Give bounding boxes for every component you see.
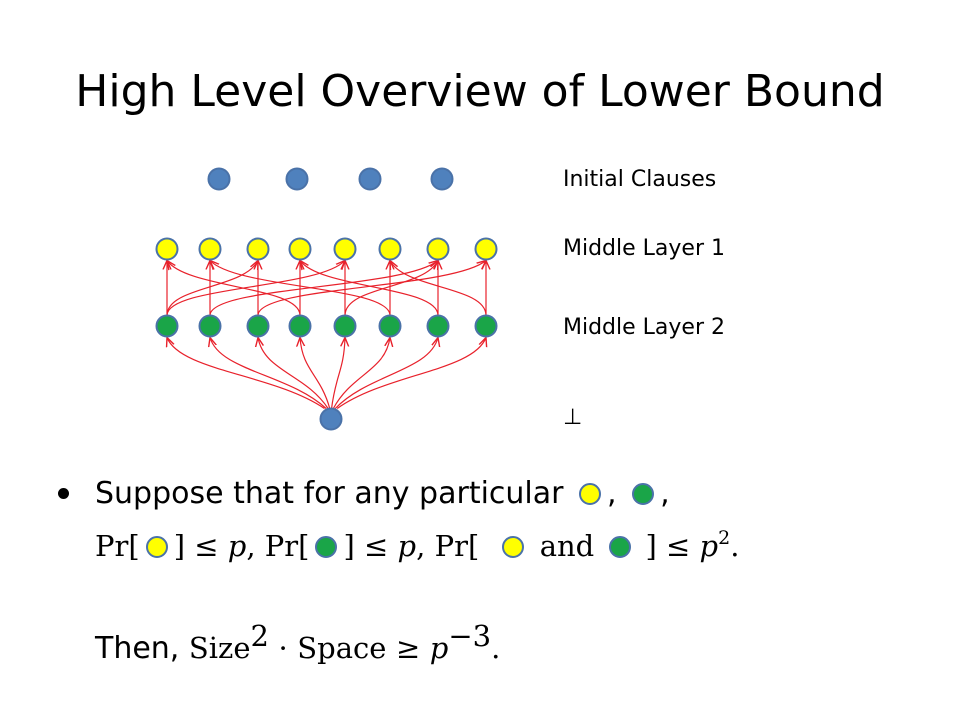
p-symbol: p <box>429 631 449 665</box>
and-text: and <box>539 529 595 563</box>
green-node-icon <box>609 536 632 558</box>
period-text: . <box>491 631 501 665</box>
le-text: ] ≤ <box>343 529 389 563</box>
label-middle-layer-2: Middle Layer 2 <box>563 315 725 340</box>
contradiction-node <box>319 407 343 431</box>
space-text: Space <box>297 631 387 665</box>
size-text: Size <box>188 631 251 665</box>
bullet-marker <box>58 488 69 499</box>
resolution-edge <box>390 261 487 316</box>
then-text: Then, <box>95 631 180 666</box>
middle-layer-1-node <box>246 237 270 261</box>
middle-layer-2-node <box>378 314 402 338</box>
le-text: ] ≤ <box>173 529 219 563</box>
pr-text: Pr[ <box>95 529 140 563</box>
resolution-edge <box>258 338 329 409</box>
green-node-icon <box>632 483 655 505</box>
resolution-edge <box>332 338 390 409</box>
label-initial-clauses: Initial Clauses <box>563 167 717 192</box>
slide-title: High Level Overview of Lower Bound <box>75 66 885 117</box>
resolution-edge <box>210 261 391 316</box>
middle-layer-2-node <box>155 314 179 338</box>
period-text: . <box>730 529 740 563</box>
middle-layer-1-node <box>198 237 222 261</box>
resolution-edge <box>300 338 331 409</box>
resolution-edge <box>300 261 439 316</box>
middle-layer-2-node <box>333 314 357 338</box>
pr-text: Pr[ <box>434 529 480 563</box>
conclusion-line: Then, Size2 · Space ≥ p−3. <box>95 622 501 668</box>
le-text: ] ≤ <box>645 529 691 563</box>
p-symbol: p <box>699 529 719 563</box>
initial-clause-node <box>358 167 382 191</box>
comma-text: , <box>607 476 617 511</box>
comma-text: , <box>416 529 426 563</box>
bullet-line-1-text: Suppose that for any particular <box>95 476 564 511</box>
yellow-node-icon <box>579 483 602 505</box>
initial-clause-node <box>285 167 309 191</box>
middle-layer-1-node <box>333 237 357 261</box>
resolution-edge <box>167 261 301 316</box>
middle-layer-2-node <box>246 314 270 338</box>
resolution-edge <box>334 338 438 409</box>
middle-layer-2-node <box>198 314 222 338</box>
comma-text: , <box>246 529 256 563</box>
middle-layer-2-node <box>288 314 312 338</box>
comma-text: , <box>660 476 670 511</box>
p-symbol: p <box>397 529 417 563</box>
p-symbol: p <box>227 529 247 563</box>
initial-clause-node <box>430 167 454 191</box>
size-exponent: 2 <box>250 619 269 653</box>
probability-line: Pr[] ≤ p, Pr[] ≤ p, Pr[ and ] ≤ p2. <box>95 527 739 565</box>
green-node-icon <box>315 536 338 558</box>
exponent-2: 2 <box>718 527 731 549</box>
resolution-edge <box>166 261 345 316</box>
middle-layer-2-node <box>474 314 498 338</box>
cdot-text: · <box>278 631 288 665</box>
resolution-edge <box>336 338 486 409</box>
exponent-minus-3: −3 <box>448 619 492 653</box>
resolution-edge <box>344 261 438 316</box>
middle-layer-1-node <box>155 237 179 261</box>
label-bottom-contradiction: ⊥ <box>563 405 583 430</box>
middle-layer-1-node <box>426 237 450 261</box>
yellow-node-icon <box>145 536 168 558</box>
resolution-edge <box>167 338 325 409</box>
initial-clause-node <box>207 167 231 191</box>
middle-layer-1-node <box>378 237 402 261</box>
yellow-node-icon <box>502 536 525 558</box>
resolution-edge <box>210 338 327 409</box>
bullet-line-1: Suppose that for any particular , , <box>95 475 670 513</box>
label-middle-layer-1: Middle Layer 1 <box>563 236 725 261</box>
resolution-edge <box>330 338 345 409</box>
pr-text: Pr[ <box>264 529 310 563</box>
middle-layer-1-node <box>288 237 312 261</box>
middle-layer-2-node <box>426 314 450 338</box>
ge-text: ≥ <box>395 631 421 665</box>
resolution-edge <box>257 261 486 316</box>
resolution-edge <box>166 261 258 316</box>
middle-layer-1-node <box>474 237 498 261</box>
